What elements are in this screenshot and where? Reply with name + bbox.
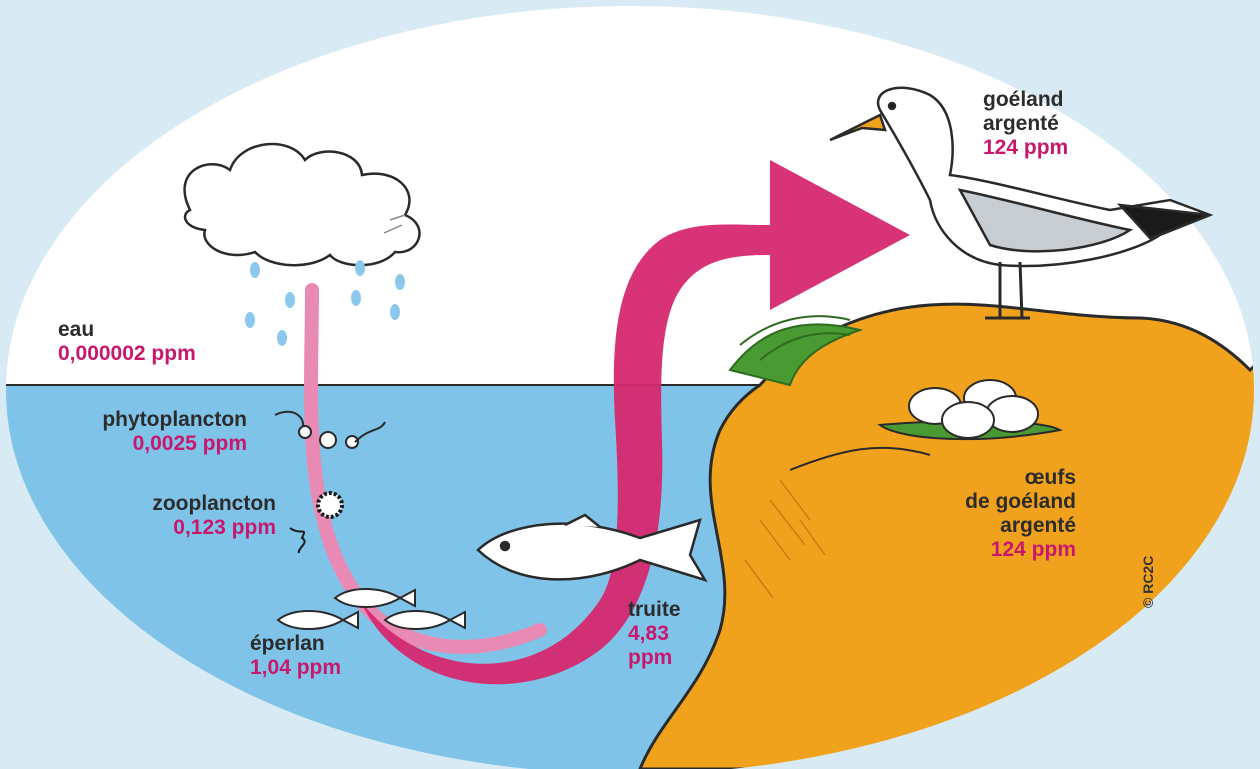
label-truite-value: 4,83 <box>628 622 681 646</box>
label-eperlan-name: éperlan <box>250 632 341 656</box>
label-oeufs: œufs de goéland argenté 124 ppm <box>900 466 1076 562</box>
label-truite-unit: ppm <box>628 646 681 670</box>
label-oeufs-value: 124 ppm <box>900 538 1076 562</box>
label-truite-name: truite <box>628 598 681 622</box>
label-eau-value: 0,000002 ppm <box>58 342 196 366</box>
label-zooplancton-value: 0,123 ppm <box>98 516 276 540</box>
label-eau-name: eau <box>58 318 196 342</box>
label-goeland: goéland argenté 124 ppm <box>983 88 1068 160</box>
label-phytoplancton-name: phytoplancton <box>62 408 247 432</box>
label-oeufs-name-1: œufs <box>900 466 1076 490</box>
label-oeufs-name-2: de goéland <box>900 490 1076 514</box>
label-truite: truite 4,83 ppm <box>628 598 681 670</box>
label-eau: eau 0,000002 ppm <box>58 318 196 366</box>
label-phytoplancton-value: 0,0025 ppm <box>62 432 247 456</box>
label-zooplancton: zooplancton 0,123 ppm <box>98 492 276 540</box>
label-goeland-name-2: argenté <box>983 112 1068 136</box>
label-eperlan: éperlan 1,04 ppm <box>250 632 341 680</box>
copyright-credit: © RC2C <box>1140 556 1156 608</box>
label-oeufs-name-3: argenté <box>900 514 1076 538</box>
label-phytoplancton: phytoplancton 0,0025 ppm <box>62 408 247 456</box>
label-goeland-value: 124 ppm <box>983 136 1068 160</box>
label-eperlan-value: 1,04 ppm <box>250 656 341 680</box>
label-goeland-name-1: goéland <box>983 88 1068 112</box>
label-zooplancton-name: zooplancton <box>98 492 276 516</box>
